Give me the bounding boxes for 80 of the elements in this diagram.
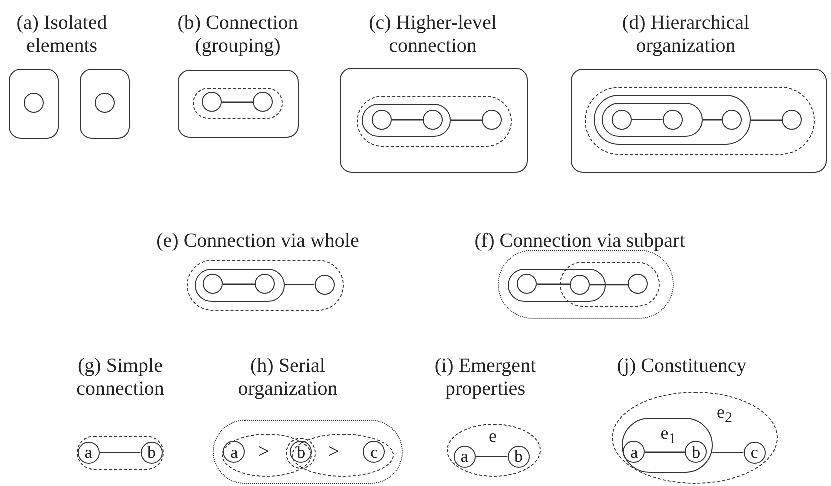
element-circle	[253, 92, 274, 112]
element-circle	[202, 92, 222, 112]
element-circle: a	[623, 441, 646, 464]
element-circle	[203, 274, 224, 294]
container-box	[80, 69, 130, 139]
element-circle: c	[744, 442, 766, 464]
grouping-outline	[594, 95, 752, 146]
panel-title: (i) Emergent properties	[434, 355, 538, 401]
panel-title: (g) Simple connection	[76, 355, 166, 401]
connector-line	[476, 456, 508, 458]
connector-line	[712, 452, 744, 454]
panel-title: (e) Connection via whole	[156, 230, 360, 253]
element-circle	[482, 110, 502, 130]
container-box	[340, 68, 528, 173]
element-circle	[94, 92, 115, 113]
connector-line	[537, 284, 570, 286]
grouping-outline	[362, 104, 452, 138]
element-circle	[255, 274, 276, 294]
element-circle: c	[363, 441, 386, 464]
panel-title: (d) Hierarchical organization	[621, 12, 751, 58]
container-box	[571, 69, 827, 173]
connector-line	[590, 284, 628, 286]
container-box	[9, 69, 59, 139]
group-label: e$_{1}$	[660, 424, 676, 448]
dashed-grouping-outline	[447, 424, 541, 477]
connector-line	[632, 119, 663, 120]
element-circle	[24, 92, 44, 113]
grouping-outline	[194, 268, 285, 302]
element-circle	[612, 110, 632, 130]
dashed-grouping-outline	[286, 438, 316, 469]
element-circle	[517, 274, 538, 294]
element-circle: b	[508, 446, 530, 468]
dashed-grouping-outline	[187, 260, 344, 311]
grouping-outline	[508, 268, 606, 302]
dashed-grouping-outline	[292, 434, 394, 477]
element-circle	[782, 110, 802, 130]
element-circle	[372, 110, 392, 130]
group-label: e	[489, 427, 497, 445]
element-circle	[628, 274, 648, 294]
container-box	[178, 70, 299, 138]
element-circle: a	[78, 442, 100, 464]
element-circle: a	[223, 441, 246, 464]
connector-line	[645, 452, 686, 454]
element-circle	[722, 110, 742, 130]
dashed-grouping-outline	[584, 86, 815, 155]
element-circle: b	[140, 442, 163, 464]
connector-line	[751, 120, 782, 122]
connector-line	[222, 102, 254, 104]
panel-title: (f) Connection via subpart	[474, 230, 686, 253]
dashed-grouping-outline	[77, 436, 164, 470]
dashed-grouping-outline	[192, 88, 283, 119]
panel-title: (j) Constituency	[616, 355, 748, 378]
connector-line	[223, 284, 256, 286]
panel-title: (c) Higher-level connection	[368, 12, 498, 58]
grouping-outline	[602, 103, 704, 138]
connector-line	[284, 284, 315, 286]
element-circle: b	[685, 441, 708, 464]
panel-title: (b) Connection (grouping)	[176, 12, 300, 58]
panel-title: (a) Isolated elements	[16, 12, 108, 58]
group-label: e$_{2}$	[717, 403, 732, 427]
dashed-grouping-outline	[498, 250, 674, 319]
element-circle	[423, 110, 444, 130]
element-circle: a	[454, 446, 476, 468]
element-circle	[314, 274, 335, 295]
connector-line	[451, 120, 482, 122]
dashed-grouping-outline	[222, 434, 312, 477]
dashed-grouping-outline	[612, 392, 778, 484]
element-circle	[662, 110, 683, 130]
panel-title: (h) Serial organization	[237, 355, 339, 401]
element-circle	[570, 275, 590, 295]
connector-line	[100, 452, 141, 454]
dashed-grouping-outline	[356, 96, 512, 147]
precedence-sign: >	[327, 441, 341, 464]
dashed-grouping-outline	[560, 262, 660, 307]
grouping-outline	[622, 418, 713, 473]
precedence-sign: >	[257, 441, 271, 464]
element-circle: b	[290, 441, 312, 464]
connector-line	[392, 119, 424, 121]
dashed-grouping-outline	[213, 420, 403, 484]
connector-line	[703, 119, 722, 121]
